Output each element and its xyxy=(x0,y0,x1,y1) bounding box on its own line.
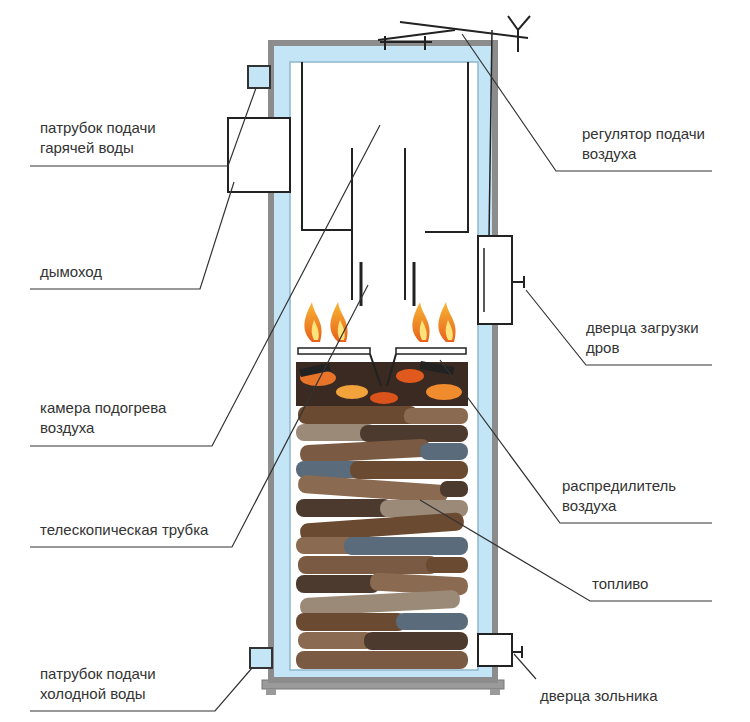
part-label: распредилитель воздуха xyxy=(562,476,702,516)
part-label: топливо xyxy=(592,574,722,594)
part-label: камера подогрева воздуха xyxy=(40,398,190,438)
part-label: телескопическая трубка xyxy=(40,520,240,540)
part-label: патрубок подачи гарячей воды xyxy=(40,118,190,158)
part-label: патрубок подачи холодной воды xyxy=(40,664,190,704)
part-label: дверца загрузки дров xyxy=(586,318,721,358)
part-label: регулятор подачи воздуха xyxy=(582,124,732,164)
part-label: дымоход xyxy=(40,262,190,282)
part-label: дверца зольника xyxy=(540,686,730,706)
